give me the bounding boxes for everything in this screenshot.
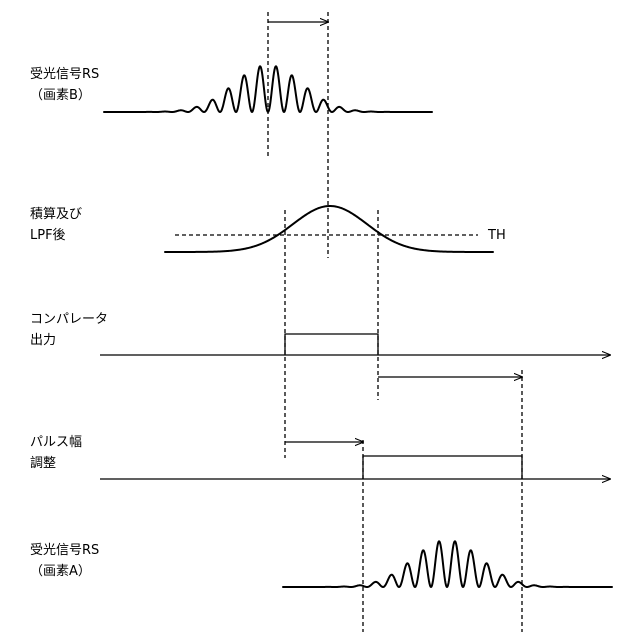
lpf-curve <box>165 206 493 252</box>
comparator-pulse <box>285 334 378 355</box>
adjusted-pulse <box>363 456 522 479</box>
received-signal-a <box>283 541 612 587</box>
